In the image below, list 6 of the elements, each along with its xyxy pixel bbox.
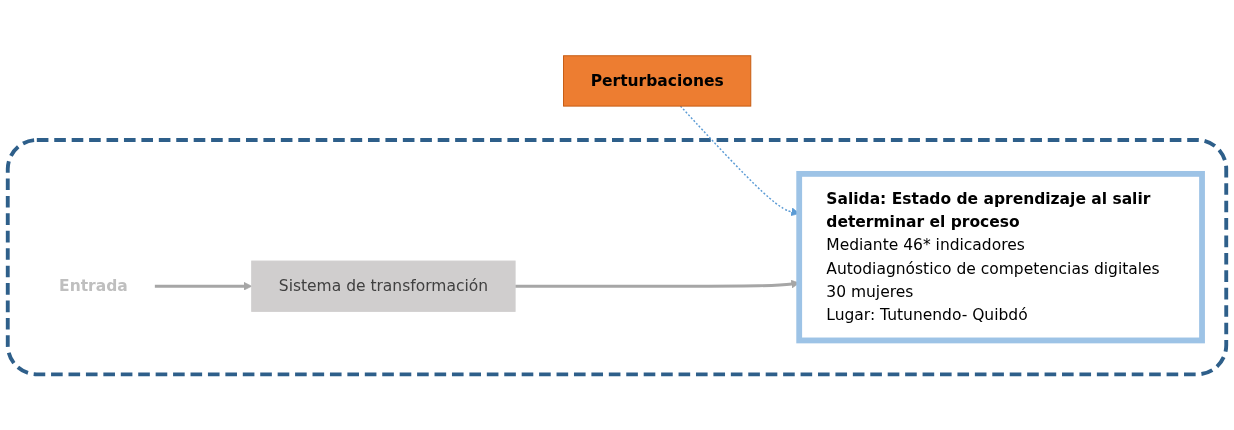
cluster bbox=[5, 138, 1229, 377]
node-text: Entrada bbox=[59, 276, 128, 295]
arrow bbox=[154, 281, 253, 291]
node-box: Sistema de transformación bbox=[251, 260, 516, 312]
node-box: Perturbaciones bbox=[563, 55, 752, 107]
node-box: Salida: Estado de aprendizaje al salir determinar el proceso Mediante 46* indicadores Autodiagnóstico de competencias digitales 30 mujeres Lugar: Tutunendo- Quibdó bbox=[796, 170, 1205, 344]
